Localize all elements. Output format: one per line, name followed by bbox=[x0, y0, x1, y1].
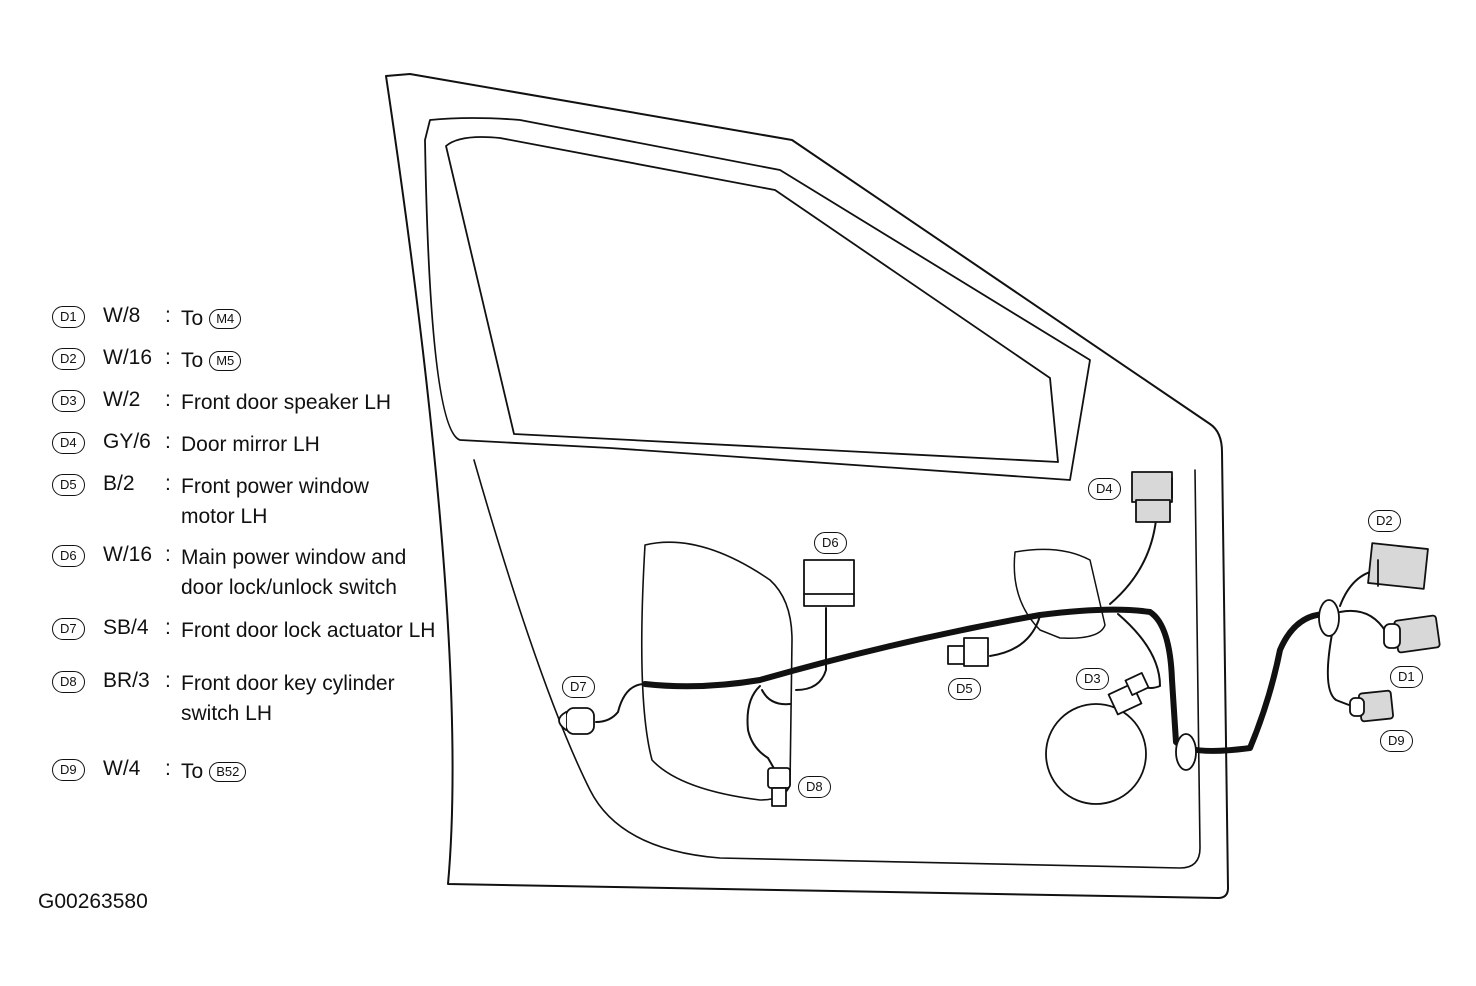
connector-d9 bbox=[1349, 689, 1394, 723]
description: Front door key cylinder switch LH bbox=[181, 669, 395, 729]
description-line-1: Front door key cylinder bbox=[181, 672, 395, 695]
wire-spec: BR/3 bbox=[103, 669, 150, 692]
speaker-circle bbox=[1045, 703, 1147, 805]
description: Front power window motor LH bbox=[181, 472, 369, 532]
target-connector-badge: B52 bbox=[209, 762, 247, 782]
connector-d3 bbox=[1107, 672, 1150, 716]
connector-badge: D7 bbox=[52, 618, 85, 640]
callout-d3: D3 bbox=[1076, 668, 1109, 690]
wire-spec: SB/4 bbox=[103, 616, 149, 639]
description-line-2: door lock/unlock switch bbox=[181, 576, 397, 599]
grommet-mid bbox=[1175, 733, 1197, 771]
connector-d4 bbox=[1131, 471, 1173, 523]
colon: : bbox=[165, 543, 171, 566]
description-line-1: Front power window bbox=[181, 475, 369, 498]
window-frame-outer bbox=[424, 117, 1091, 481]
connector-d8 bbox=[767, 767, 791, 807]
callout-d2: D2 bbox=[1368, 510, 1401, 532]
connector-badge: D3 bbox=[52, 390, 85, 412]
connector-d5 bbox=[947, 637, 989, 667]
colon: : bbox=[165, 304, 171, 327]
wire-spec: B/2 bbox=[103, 472, 135, 495]
door-outline bbox=[385, 73, 1229, 899]
callout-d8: D8 bbox=[798, 776, 831, 798]
wire-d6 bbox=[795, 607, 827, 691]
wire-spec: W/4 bbox=[103, 757, 141, 780]
wire-d1 bbox=[1339, 610, 1387, 633]
callout-d6: D6 bbox=[814, 532, 847, 554]
wire-d5 bbox=[989, 615, 1041, 657]
target-connector-badge: M4 bbox=[209, 309, 242, 329]
to-label: To bbox=[181, 760, 204, 783]
colon: : bbox=[165, 757, 171, 780]
connector-d7 bbox=[558, 707, 595, 735]
wire-d8b bbox=[761, 689, 791, 706]
colon: : bbox=[165, 472, 171, 495]
connector-badge: D1 bbox=[52, 306, 85, 328]
description: Main power window and door lock/unlock sw… bbox=[181, 543, 406, 603]
callout-d7: D7 bbox=[562, 676, 595, 698]
connector-badge: D8 bbox=[52, 671, 85, 693]
wire-d9 bbox=[1326, 633, 1353, 707]
connector-d2 bbox=[1367, 542, 1429, 590]
grommet-end bbox=[1318, 599, 1340, 637]
colon: : bbox=[165, 430, 171, 453]
description: Door mirror LH bbox=[181, 433, 320, 456]
wire-spec: W/8 bbox=[103, 304, 141, 327]
main-harness bbox=[642, 606, 1328, 754]
figure-id: G00263580 bbox=[38, 890, 148, 913]
connector-d1 bbox=[1383, 614, 1441, 654]
connector-d6 bbox=[803, 559, 855, 607]
description: Front door lock actuator LH bbox=[181, 619, 436, 642]
description: Front door speaker LH bbox=[181, 391, 392, 414]
description-line-2: motor LH bbox=[181, 505, 268, 528]
colon: : bbox=[165, 346, 171, 369]
description-line-1: Main power window and bbox=[181, 546, 407, 569]
wire-d8 bbox=[746, 685, 777, 773]
connector-badge: D6 bbox=[52, 545, 85, 567]
wire-spec: GY/6 bbox=[103, 430, 151, 453]
callout-d5: D5 bbox=[948, 678, 981, 700]
connector-badge: D9 bbox=[52, 759, 85, 781]
wire-d4 bbox=[1109, 519, 1157, 605]
connector-badge: D5 bbox=[52, 474, 85, 496]
wire-d7 bbox=[595, 683, 646, 723]
colon: : bbox=[165, 388, 171, 411]
callout-d9: D9 bbox=[1380, 730, 1413, 752]
connector-badge: D4 bbox=[52, 432, 85, 454]
window-glass bbox=[445, 136, 1059, 463]
to-label: To bbox=[181, 349, 204, 372]
door-inner-line bbox=[473, 459, 1201, 869]
wire-spec: W/2 bbox=[103, 388, 141, 411]
colon: : bbox=[165, 669, 171, 692]
callout-d4: D4 bbox=[1088, 478, 1121, 500]
description-line-2: switch LH bbox=[181, 702, 273, 725]
to-label: To bbox=[181, 307, 204, 330]
colon: : bbox=[165, 616, 171, 639]
wire-spec: W/16 bbox=[103, 543, 153, 566]
connector-badge: D2 bbox=[52, 348, 85, 370]
access-hole-mid bbox=[1013, 548, 1106, 639]
target-connector-badge: M5 bbox=[209, 351, 242, 371]
callout-d1: D1 bbox=[1390, 666, 1423, 688]
wire-spec: W/16 bbox=[103, 346, 153, 369]
